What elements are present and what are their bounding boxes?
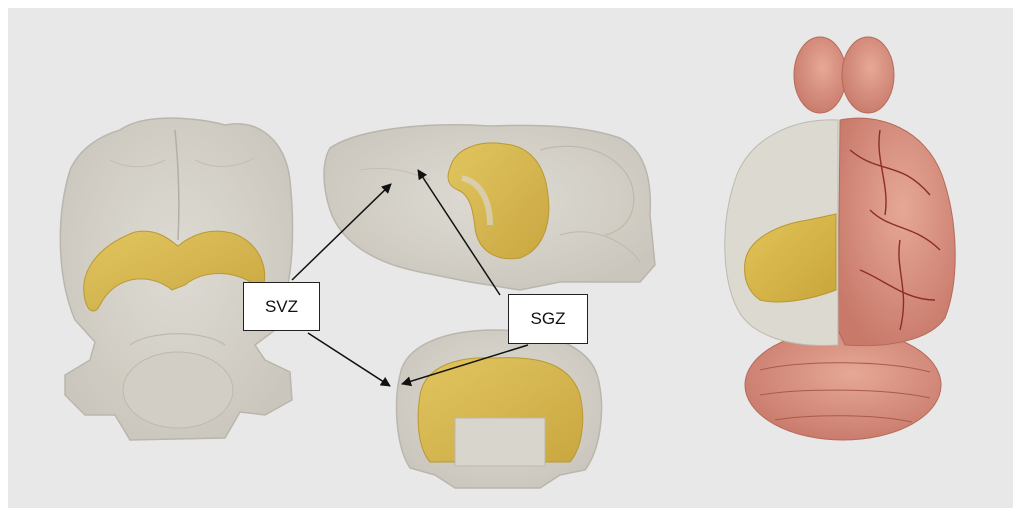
real-brain-top-view: [725, 37, 955, 440]
sgz-label: SGZ: [508, 294, 588, 344]
horizontal-view-brain: [60, 118, 292, 440]
sagittal-view-brain: [324, 125, 655, 290]
svz-label: SVZ: [243, 282, 320, 331]
svz-arrow-coronal: [308, 333, 390, 386]
